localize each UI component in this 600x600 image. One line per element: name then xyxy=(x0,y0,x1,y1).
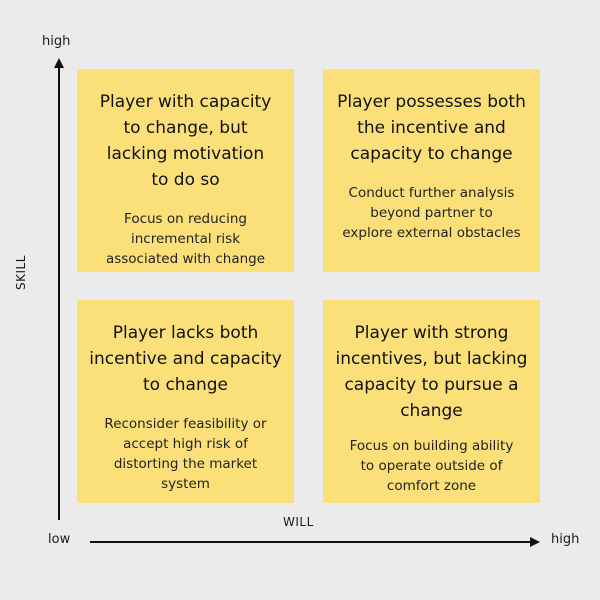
quadrant-recommendation: Focus on building ability to operate out… xyxy=(349,438,514,494)
quadrant-recommendation: Focus on reducing incremental risk assoc… xyxy=(105,211,266,267)
quadrant-recommendation: Conduct further analysis beyond partner … xyxy=(342,185,521,241)
x-axis-arrow xyxy=(530,537,540,547)
x-axis-low-label: low xyxy=(48,532,71,547)
quadrant-recommendation: Reconsider feasibility or accept high ri… xyxy=(104,416,267,492)
x-axis-title: WILL xyxy=(283,515,314,529)
quadrant-title: Player lacks both incentive and capacity… xyxy=(89,323,282,395)
x-axis-high-label: high xyxy=(551,532,580,547)
quadrant-title: Player possesses both the incentive and … xyxy=(337,92,526,164)
quadrant-title: Player with strong incentives, but lacki… xyxy=(335,323,528,421)
quadrant-title: Player with capacity to change, but lack… xyxy=(99,92,272,190)
quadrant-high-skill-high-will: Player possesses both the incentive and … xyxy=(323,69,540,272)
y-axis-arrow xyxy=(54,58,64,68)
quadrant-low-skill-low-will: Player lacks both incentive and capacity… xyxy=(77,300,294,503)
y-axis-title: SKILL xyxy=(14,255,28,290)
quadrant-low-skill-high-will: Player with strong incentives, but lacki… xyxy=(323,300,540,503)
y-axis-high-label: high xyxy=(42,34,71,49)
quadrant-high-skill-low-will: Player with capacity to change, but lack… xyxy=(77,69,294,272)
